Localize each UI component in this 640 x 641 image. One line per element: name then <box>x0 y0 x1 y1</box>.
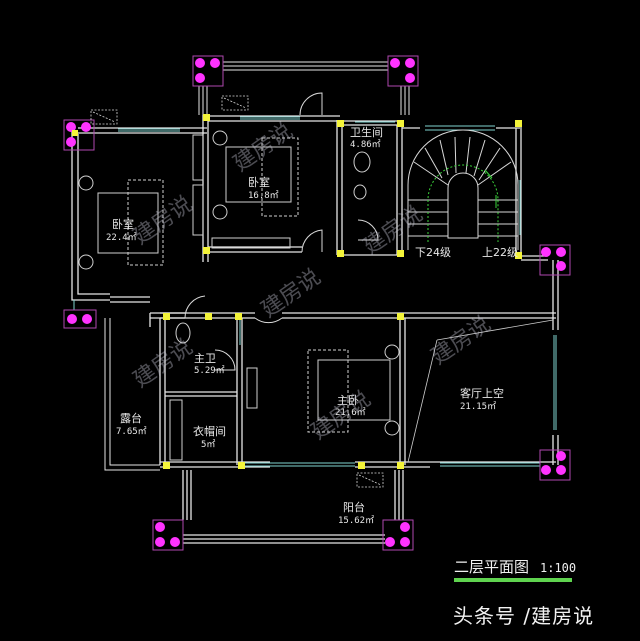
doors <box>184 92 379 371</box>
svg-text:建房说: 建房说 <box>257 265 325 323</box>
svg-text:衣帽间: 衣帽间 <box>193 424 226 438</box>
top-balcony-rail <box>198 61 410 115</box>
svg-text:建房说: 建房说 <box>129 335 197 393</box>
source-credit: 头条号 /建房说 <box>453 604 595 628</box>
column-right-bottom <box>539 449 571 481</box>
spiral-stair <box>407 129 519 250</box>
svg-text:阳台: 阳台 <box>343 500 365 514</box>
title-block: 二层平面图 1:100 <box>454 558 576 582</box>
svg-text:下24级: 下24级 <box>415 246 451 259</box>
drawing-scale: 1:100 <box>540 561 576 575</box>
column-left-top <box>63 119 95 151</box>
svg-text:主卧: 主卧 <box>337 394 359 407</box>
svg-text:5㎡: 5㎡ <box>201 439 215 450</box>
column-left-mid <box>63 309 97 329</box>
column-top-left-balcony <box>192 55 224 87</box>
void-lines <box>407 319 554 463</box>
svg-text:客厅上空: 客厅上空 <box>460 386 504 400</box>
svg-text:建房说: 建房说 <box>229 119 297 177</box>
furniture <box>78 130 400 461</box>
svg-text:卫生间: 卫生间 <box>350 125 383 139</box>
svg-text:上22级: 上22级 <box>482 246 518 259</box>
column-bottom-left <box>152 519 184 551</box>
svg-text:卧室: 卧室 <box>112 217 134 231</box>
columns <box>63 55 571 551</box>
structural-joints <box>72 114 522 469</box>
windows <box>73 116 557 467</box>
svg-text:5.29㎡: 5.29㎡ <box>194 365 225 376</box>
room-labels: 卧室 22.4㎡ 卧室 16.8㎡ 卫生间 4.86㎡ 主卫 5.29㎡ 主卧 … <box>106 125 518 526</box>
svg-text:主卫: 主卫 <box>194 352 216 365</box>
svg-text:露台: 露台 <box>120 411 142 425</box>
column-right-top <box>539 244 571 276</box>
svg-text:建房说: 建房说 <box>427 312 495 370</box>
svg-text:4.86㎡: 4.86㎡ <box>350 139 381 150</box>
column-bottom-right <box>382 519 414 551</box>
title-underline <box>454 578 572 582</box>
svg-text:16.8㎡: 16.8㎡ <box>248 190 279 201</box>
drawing-title: 二层平面图 <box>454 558 529 576</box>
column-top-right-balcony <box>387 55 419 87</box>
svg-text:21.15㎡: 21.15㎡ <box>460 401 496 412</box>
svg-text:15.62㎡: 15.62㎡ <box>338 515 374 526</box>
svg-text:7.65㎡: 7.65㎡ <box>116 426 147 437</box>
svg-text:22.4㎡: 22.4㎡ <box>106 232 137 243</box>
svg-text:21.6㎡: 21.6㎡ <box>335 407 366 418</box>
ac-units <box>90 95 384 488</box>
svg-text:卧室: 卧室 <box>248 175 270 189</box>
